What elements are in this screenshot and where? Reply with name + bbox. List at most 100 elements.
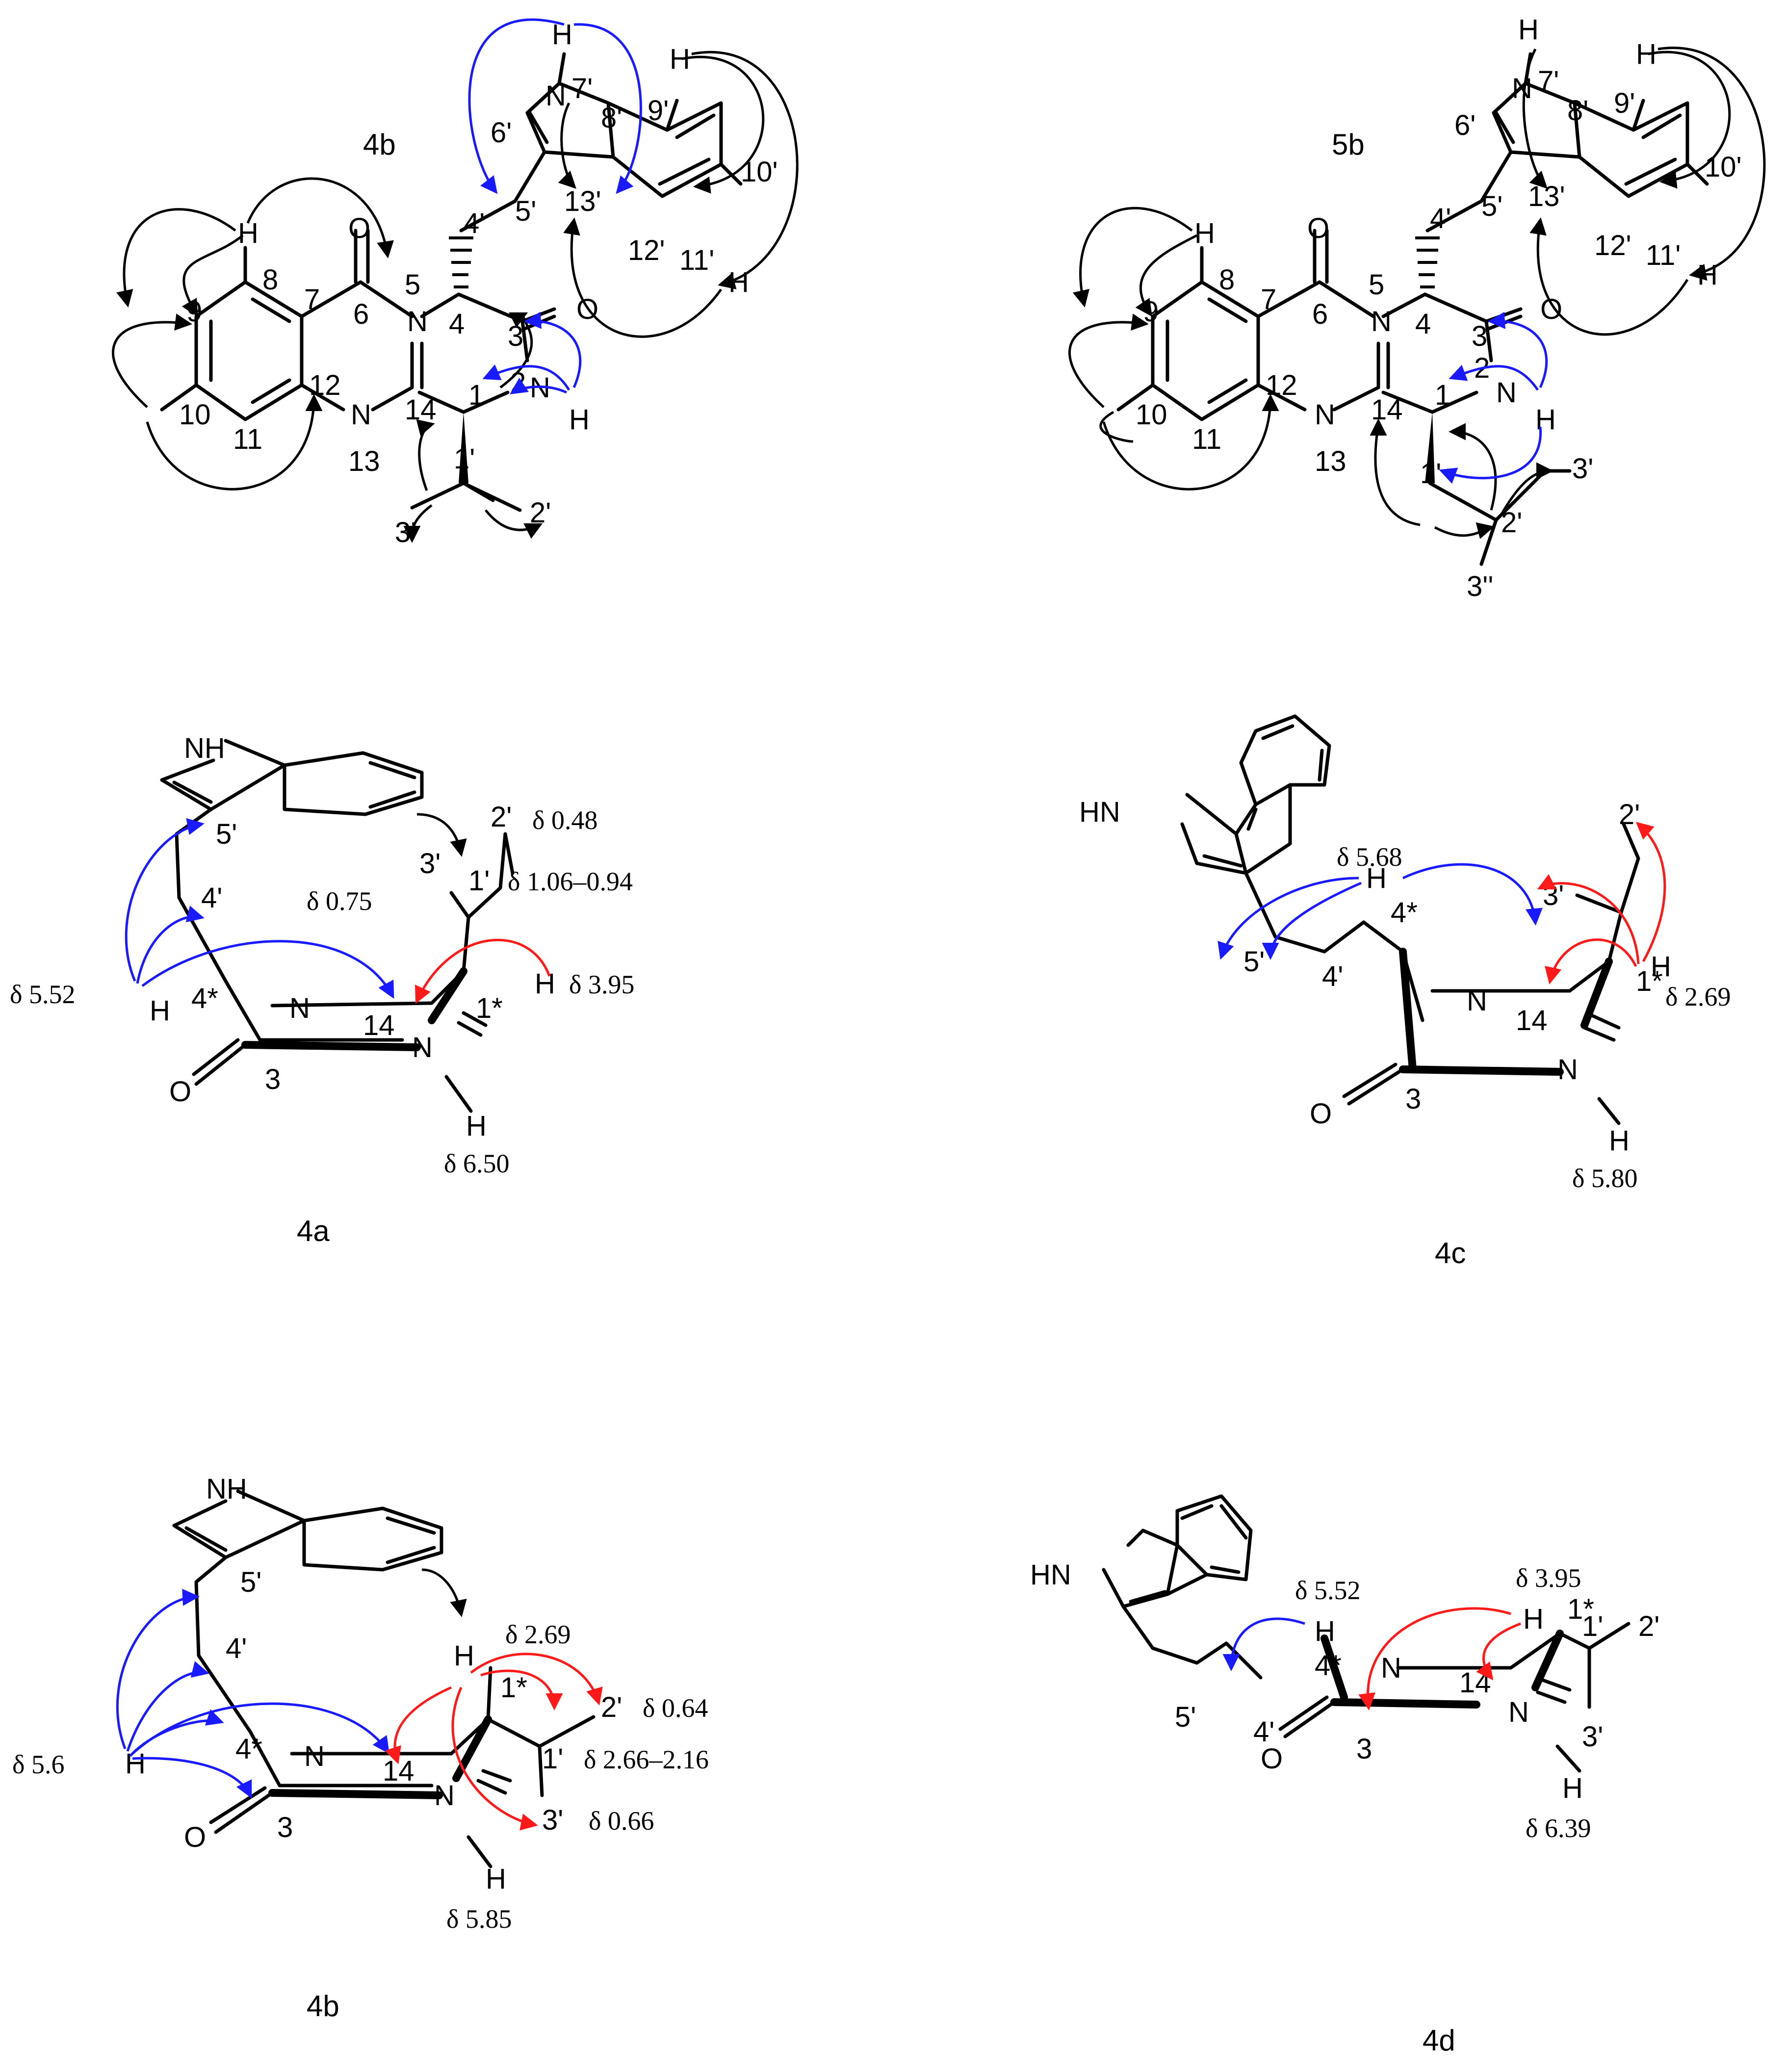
label: 4* bbox=[1391, 897, 1418, 929]
atom-labels: HN 5' 4' 4* H N 14 1* H 3 O N H 1' 2' 3'… bbox=[1030, 1559, 1659, 2057]
label: 4* bbox=[191, 983, 218, 1014]
noe-arrows bbox=[468, 18, 642, 394]
label: 3'' bbox=[1467, 570, 1493, 602]
label: N bbox=[407, 306, 428, 337]
label: 14 bbox=[1371, 394, 1403, 426]
label: H bbox=[1366, 862, 1387, 894]
label: H bbox=[1562, 1772, 1583, 1804]
label: 5' bbox=[1243, 946, 1265, 978]
bonds bbox=[1116, 52, 1709, 566]
label: 1' bbox=[542, 1743, 563, 1775]
shift: δ 2.66–2.16 bbox=[584, 1745, 709, 1774]
label: N bbox=[412, 1032, 433, 1063]
bonds bbox=[1180, 714, 1640, 1125]
label: 4' bbox=[464, 207, 485, 239]
label: 11 bbox=[1192, 423, 1221, 455]
label: 4 bbox=[1415, 308, 1431, 340]
label: 3' bbox=[542, 1804, 563, 1836]
label: 1' bbox=[1582, 1610, 1603, 1642]
label: 10' bbox=[1705, 151, 1742, 183]
label: 14 bbox=[363, 1010, 395, 1041]
shift: δ 5.80 bbox=[1572, 1164, 1637, 1193]
panel-bottom-left: NH 5' 4' 4* H N 14 1* H 3 O N H 1' 2' 3'… bbox=[12, 1473, 709, 2022]
label: 5' bbox=[1175, 1701, 1196, 1733]
label: N bbox=[434, 1780, 455, 1812]
label: NH bbox=[206, 1473, 247, 1505]
label: NH bbox=[184, 732, 225, 764]
label: N bbox=[1315, 399, 1335, 431]
label: 11 bbox=[233, 423, 262, 455]
shift: δ 5.85 bbox=[446, 1904, 512, 1934]
noe-arrows bbox=[116, 1568, 603, 1831]
label: N bbox=[1496, 377, 1517, 409]
label: H bbox=[1651, 951, 1671, 983]
label: 13 bbox=[1315, 445, 1346, 477]
label: H bbox=[535, 968, 555, 1000]
label: 9' bbox=[1614, 87, 1635, 119]
label: 3' bbox=[419, 848, 440, 880]
label: 5 bbox=[1369, 269, 1384, 301]
label: 8 bbox=[1219, 264, 1235, 296]
shift: δ 3.95 bbox=[569, 970, 634, 999]
bonds bbox=[172, 1489, 595, 1868]
label: 2' bbox=[1638, 1610, 1659, 1642]
label: 3' bbox=[1572, 453, 1593, 485]
label: 3 bbox=[1356, 1733, 1372, 1765]
label: H bbox=[486, 1863, 506, 1895]
label: N bbox=[545, 80, 566, 112]
label: 3 bbox=[1472, 320, 1487, 352]
label: HN bbox=[1030, 1559, 1071, 1591]
label: N bbox=[1512, 73, 1532, 104]
label: 12' bbox=[1594, 230, 1631, 261]
label: 1 bbox=[1435, 379, 1450, 411]
shift: δ 3.95 bbox=[1516, 1563, 1581, 1593]
label: 2' bbox=[1501, 507, 1522, 539]
shift: δ 0.64 bbox=[643, 1693, 708, 1723]
shift: δ 2.69 bbox=[505, 1620, 570, 1649]
shift: δ 5.52 bbox=[1295, 1576, 1360, 1605]
label: 4' bbox=[1253, 1716, 1274, 1748]
label: H bbox=[150, 995, 170, 1027]
label: 1* bbox=[1567, 1593, 1594, 1625]
label: O bbox=[184, 1821, 206, 1853]
label: 3 bbox=[1405, 1083, 1421, 1115]
label: 6' bbox=[1454, 109, 1475, 141]
label: H bbox=[125, 1748, 146, 1780]
label: 8 bbox=[262, 264, 278, 296]
label: 8' bbox=[1567, 95, 1588, 127]
label: H bbox=[1697, 259, 1718, 291]
label: 4' bbox=[226, 1632, 247, 1664]
panel-caption: 4b bbox=[307, 1990, 339, 2022]
panel-top-right: H N 7' 6' 8' 9' H 10' 13' 5' 4' 12' 11' … bbox=[1068, 14, 1766, 602]
label: 5' bbox=[216, 818, 237, 850]
label: 4* bbox=[1315, 1650, 1342, 1682]
label: 2' bbox=[491, 801, 512, 833]
label: 1* bbox=[500, 1672, 527, 1704]
label: 4' bbox=[1430, 203, 1451, 234]
label: 1' bbox=[454, 443, 475, 475]
label: N bbox=[1467, 985, 1487, 1017]
label: 5' bbox=[1481, 190, 1502, 222]
label: H bbox=[569, 404, 590, 436]
label: 11' bbox=[1646, 239, 1681, 271]
label: 5' bbox=[240, 1566, 261, 1598]
shift: δ 1.06–0.94 bbox=[508, 867, 633, 896]
label: 4' bbox=[1322, 960, 1343, 992]
label: N bbox=[289, 992, 310, 1024]
atom-labels: NH 5' 4' 4* H N 14 1* H 3 O N H 1' 2' 3'… bbox=[12, 1473, 709, 2022]
label: H bbox=[466, 1110, 487, 1142]
shift: δ 2.69 bbox=[1665, 982, 1731, 1011]
label: 10 bbox=[1136, 399, 1167, 431]
label: 5 bbox=[405, 269, 420, 301]
label: 3 bbox=[508, 320, 523, 352]
label: 13 bbox=[348, 445, 380, 477]
label: 4* bbox=[235, 1733, 262, 1765]
panel-bottom-right: HN 5' 4' 4* H N 14 1* H 3 O N H 1' 2' 3'… bbox=[1030, 1494, 1659, 2057]
hmbc-arrows bbox=[1068, 47, 1766, 539]
label: O bbox=[1261, 1743, 1283, 1775]
label: 7 bbox=[1261, 284, 1276, 315]
label: H bbox=[454, 1640, 474, 1672]
label: N bbox=[351, 399, 371, 431]
label: O bbox=[348, 212, 370, 244]
label: 12' bbox=[628, 234, 665, 266]
